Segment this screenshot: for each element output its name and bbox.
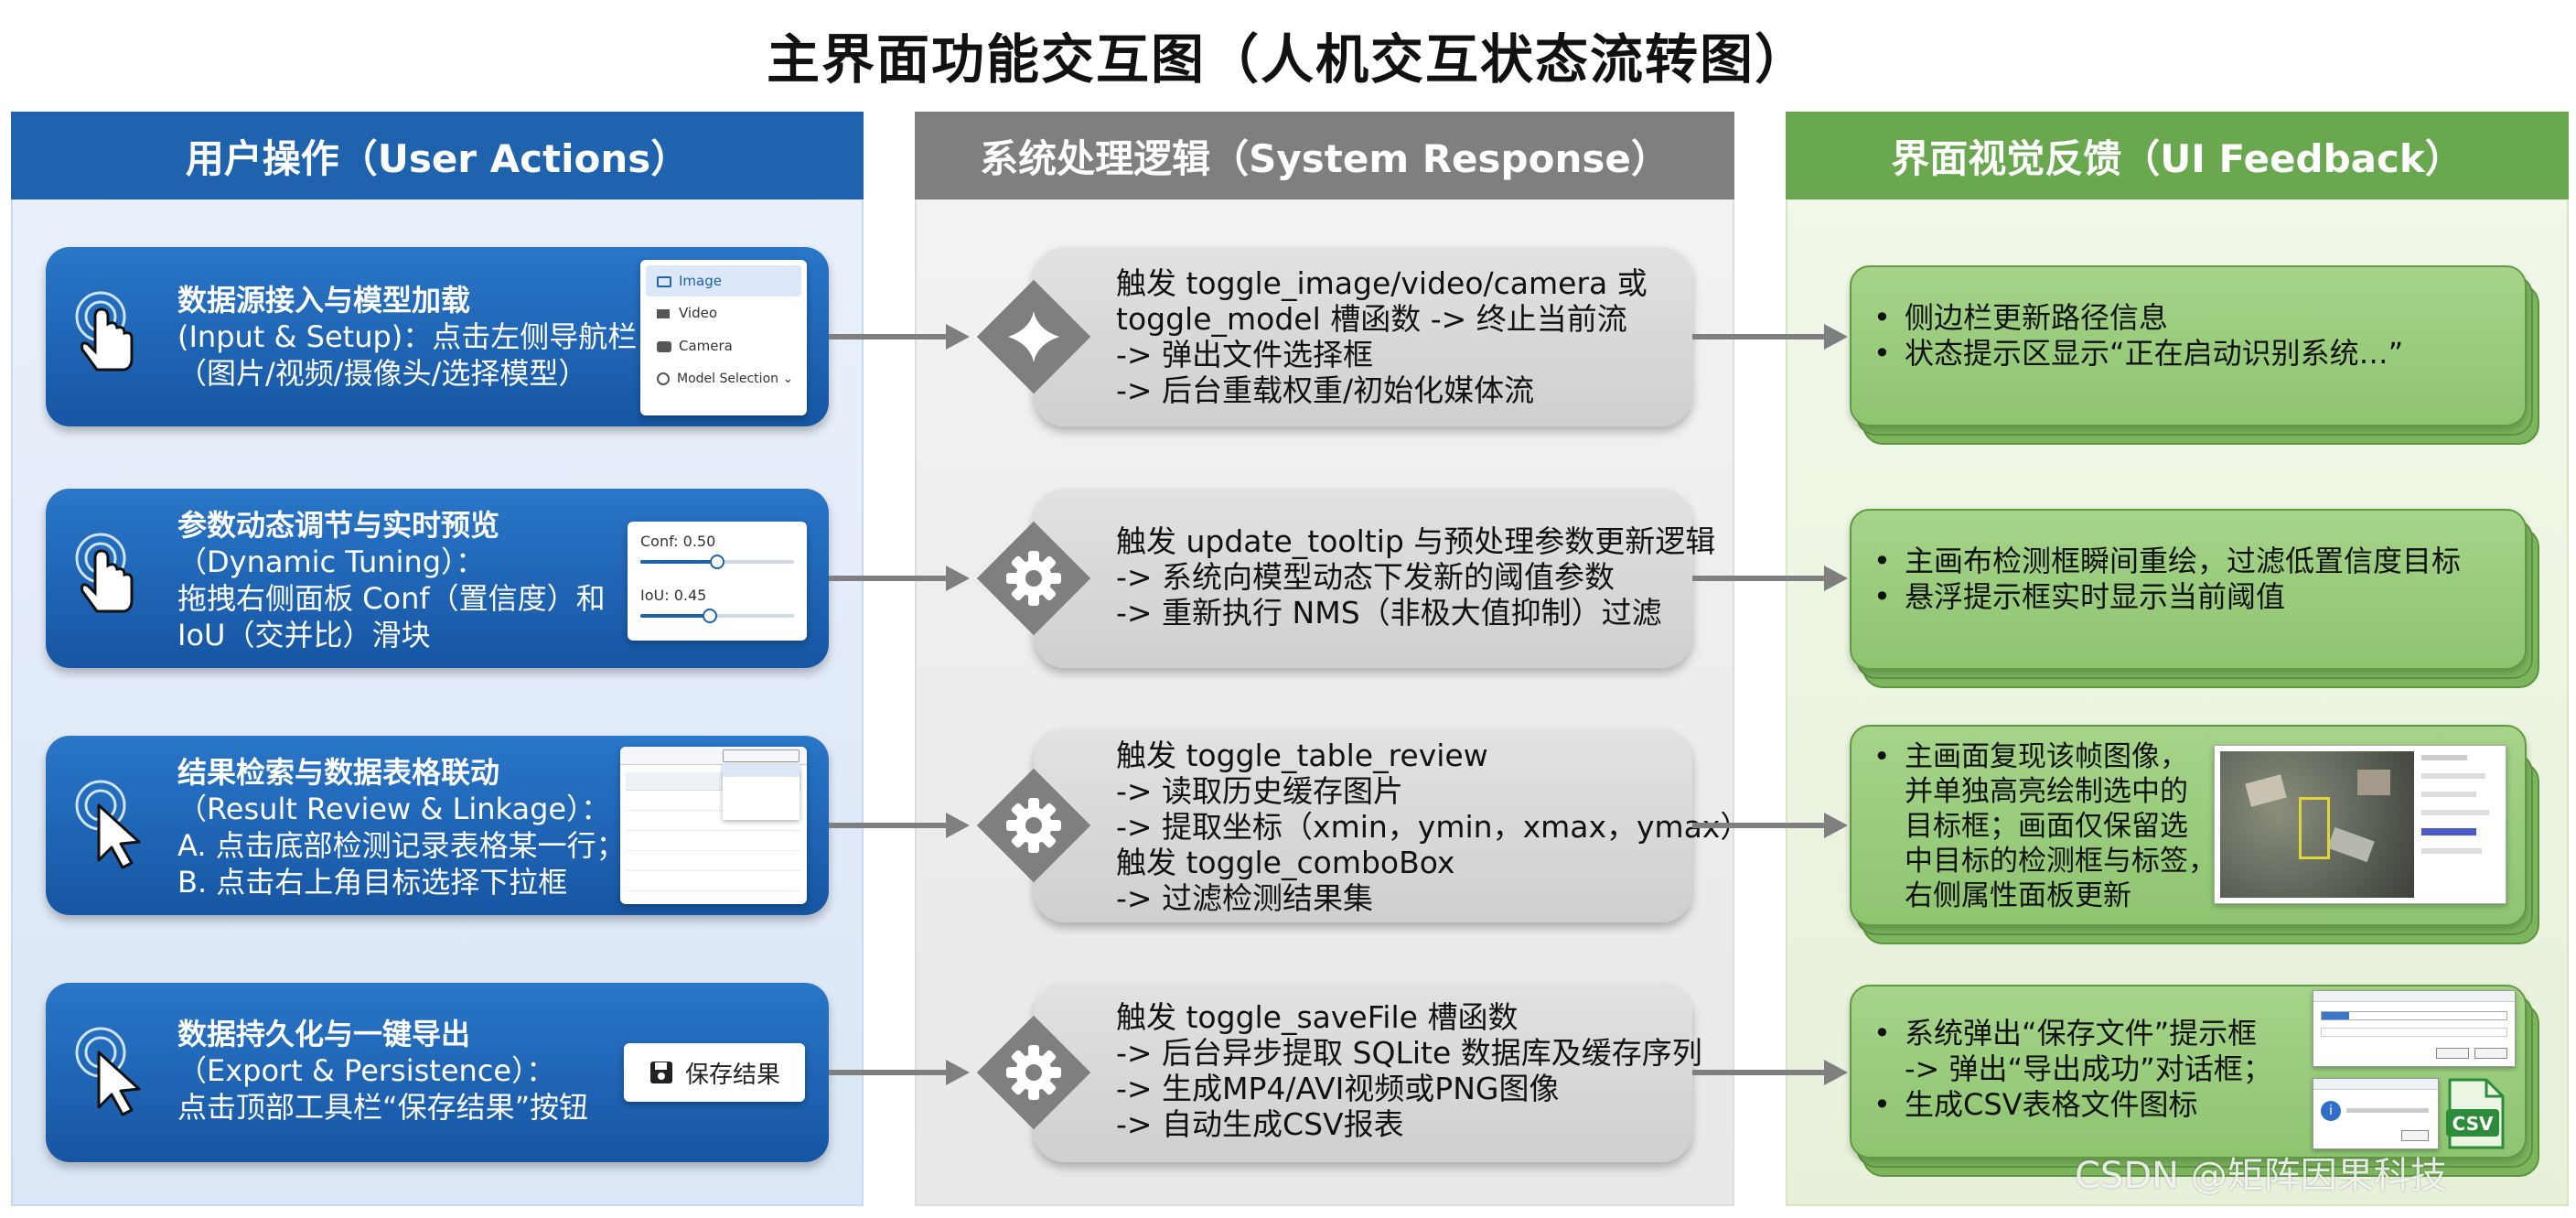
action-line: 拖拽右侧面板 Conf（置信度）和: [177, 581, 606, 616]
save-result-button[interactable]: 保存结果: [624, 1043, 805, 1102]
system-column-header: 系统处理逻辑（System Response）: [915, 112, 1734, 199]
feedback-bullet: 主画布检测框瞬间重绘，过滤低置信度目标: [1873, 544, 2461, 579]
system-card-input-setup: [1034, 247, 1692, 426]
feedback-card-export: 系统弹出“保存文件”提示框 -> 弹出“导出成功”对话框； 生成CSV表格文件图…: [1850, 985, 2539, 1177]
table-row[interactable]: [626, 791, 801, 811]
action-card-result-review: 结果检索与数据表格联动 （Result Review & Linkage）： A…: [46, 736, 829, 915]
action-title: 数据持久化与一键导出: [177, 1017, 471, 1051]
iou-slider[interactable]: [640, 604, 794, 628]
iou-slider-handle[interactable]: [702, 609, 717, 623]
arrow-system-to-feedback: [1692, 813, 1848, 838]
feedback-bullet: 侧边栏更新路径信息: [1873, 300, 2403, 336]
feedback-bullet: 悬浮提示框实时显示当前阈值: [1873, 579, 2461, 615]
action-line: B. 点击右上角目标选择下拉框: [177, 865, 568, 900]
dialog-save-button[interactable]: [2436, 1048, 2469, 1059]
gear-icon: [976, 1015, 1091, 1130]
save-file-dialog: [2313, 990, 2516, 1067]
gear-icon: [976, 521, 1091, 636]
iou-label: IoU: 0.45: [640, 587, 707, 604]
feedback-bullet: 生成CSV表格文件图标: [1873, 1087, 2272, 1123]
table-row[interactable]: [626, 851, 801, 871]
cursor-arrow-icon: [75, 780, 141, 869]
highlighted-bbox: [2299, 797, 2330, 859]
detection-table-mock: [620, 747, 807, 904]
detection-image: [2220, 751, 2414, 898]
arrow-system-to-feedback: [1692, 1060, 1848, 1085]
cursor-arrow-icon: [75, 1027, 141, 1116]
property-panel: [2421, 755, 2500, 892]
action-title: 数据源接入与模型加载: [177, 283, 471, 318]
action-line: （图片/视频/摄像头/选择模型）: [177, 356, 588, 391]
feedback-bullet: 主画面复现该帧图像，: [1873, 739, 2216, 774]
conf-slider-handle[interactable]: [710, 555, 724, 569]
video-icon: [657, 308, 670, 318]
feedback-bullet: 系统弹出“保存文件”提示框: [1873, 1016, 2272, 1051]
feedback-card-result-review: 主画面复现该帧图像， 并单独高亮绘制选中的 目标框；画面仅保留选 中目标的检测框…: [1850, 725, 2539, 944]
touch-hand-icon: [75, 533, 134, 613]
system-text: 触发 toggle_saveFile 槽函数 -> 后台异步提取 SQLite …: [1116, 999, 1702, 1142]
nav-item-camera[interactable]: Camera: [646, 329, 801, 362]
arrow-action-to-system: [829, 324, 970, 350]
action-line: 点击顶部工具栏“保存结果”按钮: [177, 1090, 589, 1125]
table-row[interactable]: [626, 871, 801, 891]
touch-hand-icon: [75, 291, 134, 372]
dialog-ok-button[interactable]: [2401, 1130, 2429, 1141]
arrow-system-to-feedback: [1692, 324, 1848, 350]
diamond-icon: [976, 279, 1091, 394]
action-line: （Export & Persistence）：: [177, 1053, 556, 1088]
table-row[interactable]: [626, 831, 801, 851]
table-row[interactable]: [626, 811, 801, 831]
system-text: 触发 update_tooltip 与预处理参数更新逻辑 -> 系统向模型动态下…: [1116, 523, 1716, 631]
system-card-dynamic-tuning: [1034, 489, 1692, 668]
user-column-header: 用户操作（User Actions）: [11, 112, 864, 199]
action-card-export: 数据持久化与一键导出 （Export & Persistence）： 点击顶部工…: [46, 983, 829, 1162]
threshold-panel-mock: Conf: 0.50 IoU: 0.45: [628, 522, 807, 641]
image-icon: [657, 275, 671, 287]
system-text: 触发 toggle_table_review -> 读取历史缓存图片 -> 提取…: [1116, 738, 1751, 916]
action-card-input-setup: 数据源接入与模型加载 (Input & Setup)：点击左侧导航栏 （图片/视…: [46, 247, 829, 426]
watermark: CSDN @矩阵因果科技: [2075, 1155, 2447, 1197]
system-card-export: [1034, 983, 1692, 1162]
save-icon: [649, 1062, 672, 1083]
nav-item-video[interactable]: Video: [646, 296, 801, 329]
system-text: 触发 toggle_image/video/camera 或 toggle_mo…: [1116, 265, 1648, 408]
action-line: （Dynamic Tuning）：: [177, 544, 486, 579]
page-title: 主界面功能交互图（人机交互状态流转图）: [766, 28, 1809, 91]
feedback-bullet: 状态提示区显示“正在启动识别系统…”: [1873, 336, 2403, 372]
nav-item-image[interactable]: Image: [646, 265, 801, 296]
camera-icon: [657, 340, 671, 352]
action-title: 结果检索与数据表格联动: [177, 755, 500, 790]
gear-icon: [976, 768, 1091, 883]
conf-label: Conf: 0.50: [640, 533, 716, 550]
review-screen-mock: [2214, 745, 2506, 904]
arrow-system-to-feedback: [1692, 566, 1848, 591]
target-select-dropdown[interactable]: [723, 749, 800, 762]
nav-item-model-selection[interactable]: Model Selection ⌄: [646, 362, 801, 395]
feedback-card-dynamic-tuning: 主画布检测框瞬间重绘，过滤低置信度目标 悬浮提示框实时显示当前阈值: [1850, 509, 2539, 688]
action-line: （Result Review & Linkage）：: [177, 792, 611, 826]
arrow-action-to-system: [829, 1060, 970, 1085]
chevron-down-icon: ⌄: [782, 372, 794, 386]
dialog-cancel-button[interactable]: [2474, 1048, 2507, 1059]
nav-sidebar-mock: Image Video Camera Model Selection ⌄: [640, 260, 807, 415]
block-icon: [657, 372, 670, 385]
arrow-action-to-system: [829, 813, 970, 838]
action-line: (Input & Setup)：点击左侧导航栏: [177, 319, 638, 354]
feedback-card-input-setup: 侧边栏更新路径信息 状态提示区显示“正在启动识别系统…”: [1850, 265, 2539, 445]
export-success-dialog: i: [2313, 1078, 2439, 1149]
action-title: 参数动态调节与实时预览: [177, 508, 500, 543]
arrow-action-to-system: [829, 566, 970, 591]
action-line: A. 点击底部检测记录表格某一行；: [177, 828, 626, 863]
feedback-column-header: 界面视觉反馈（UI Feedback）: [1786, 112, 2569, 199]
action-card-dynamic-tuning: 参数动态调节与实时预览 （Dynamic Tuning）： 拖拽右侧面板 Con…: [46, 489, 829, 668]
conf-slider[interactable]: [640, 550, 794, 574]
action-line: IoU（交并比）滑块: [177, 618, 431, 652]
info-icon: i: [2321, 1101, 2341, 1121]
target-select-options[interactable]: [723, 763, 800, 820]
csv-file-icon: CSV: [2446, 1078, 2505, 1149]
system-card-result-review: [1034, 728, 1692, 922]
